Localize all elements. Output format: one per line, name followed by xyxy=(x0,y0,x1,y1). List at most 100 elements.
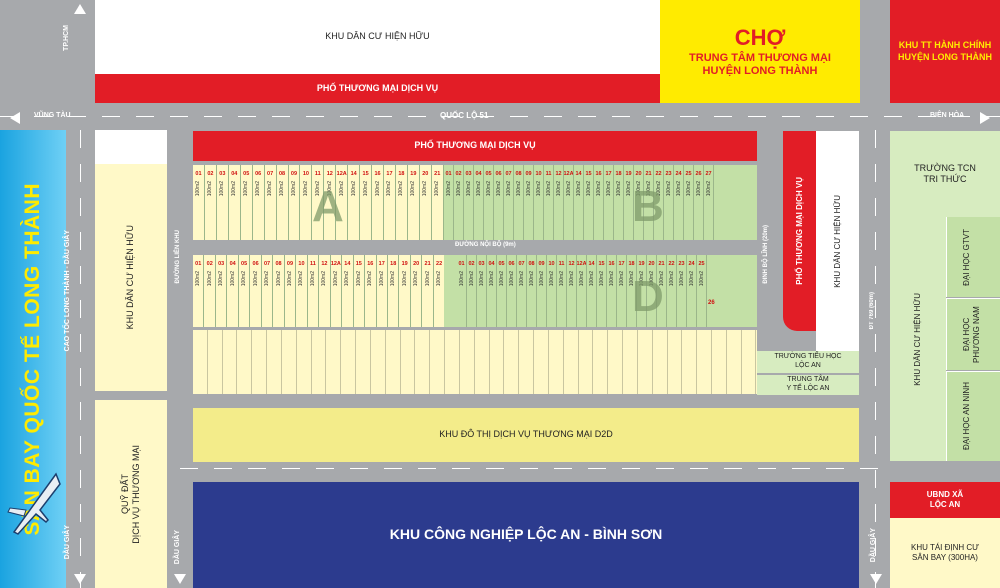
plot-number: 15 xyxy=(355,261,362,267)
empty-plot xyxy=(223,330,238,394)
tphcm-label: TP.HCM xyxy=(63,25,70,51)
center-commerce-strip: PHỐ THƯƠNG MẠI DỊCH VỤ xyxy=(193,131,757,161)
plot-number: 07 xyxy=(267,171,274,177)
empty-plot xyxy=(668,330,683,394)
block-b-letter: B xyxy=(632,182,664,231)
plot-area: 100m2 xyxy=(615,181,622,197)
plot-number: 19 xyxy=(625,171,632,177)
plot-area: 100m2 xyxy=(705,181,712,197)
plot-number: 17 xyxy=(618,261,625,267)
plot-area: 100m2 xyxy=(445,181,452,197)
empty-plot xyxy=(371,330,386,394)
right-residential-block: KHU DÂN CƯ HIỆN HỮU xyxy=(816,131,859,351)
empty-plot xyxy=(208,330,223,394)
highway-lane-marking xyxy=(0,116,1000,117)
resettle-line2: SÂN BAY (300HA) xyxy=(912,553,978,562)
plot-number: 11 xyxy=(545,171,552,177)
left-residential-main: KHU DÂN CƯ HIỆN HỮU xyxy=(95,164,167,391)
plot-area: 100m2 xyxy=(558,271,565,287)
plot-number: 14 xyxy=(344,261,351,267)
plot-number: 25 xyxy=(685,171,692,177)
plot-area: 100m2 xyxy=(279,181,286,197)
arrow-icon xyxy=(74,574,86,584)
plot-number: 22 xyxy=(655,171,662,177)
plot-number: 08 xyxy=(278,171,286,177)
plot-area: 100m2 xyxy=(678,271,685,287)
land-fund-block: QUỸ ĐẤT DỊCH VỤ THƯƠNG MẠI xyxy=(95,400,167,588)
plot-area: 100m2 xyxy=(206,271,213,287)
plot-area: 100m2 xyxy=(367,271,374,287)
expressway-lane-marking xyxy=(80,130,81,588)
plot-area: 100m2 xyxy=(598,271,605,287)
plot-area: 100m2 xyxy=(386,181,393,197)
plot-number: 12A xyxy=(577,261,587,267)
arrow-icon xyxy=(980,112,990,124)
plot-number: 12 xyxy=(321,261,328,267)
empty-plot xyxy=(564,330,579,394)
plot-number: 07 xyxy=(505,171,512,177)
top-residential-label: KHU DÂN CƯ HIỆN HỮU xyxy=(325,31,430,42)
empty-plot xyxy=(341,330,357,394)
plot-area: 100m2 xyxy=(595,181,602,197)
urban-d2d-label: KHU ĐÔ THỊ DỊCH VỤ THƯƠNG MẠI D2D xyxy=(439,429,613,440)
empty-plot xyxy=(252,330,268,394)
plot-number: 24 xyxy=(675,171,682,177)
top-residential-block: KHU DÂN CƯ HIỆN HỮU xyxy=(95,0,660,74)
market-block: CHỢ TRUNG TÂM THƯƠNG MẠI HUYỆN LONG THÀN… xyxy=(660,0,860,103)
industrial-label: KHU CÔNG NGHIỆP LỘC AN - BÌNH SƠN xyxy=(389,526,663,543)
plot-number: 05 xyxy=(243,171,250,177)
plot-number: 16 xyxy=(374,171,381,177)
plot-number: 17 xyxy=(605,171,612,177)
left-residential-label: KHU DÂN CƯ HIỆN HỮU xyxy=(125,225,136,330)
block-b-row1 xyxy=(444,165,757,240)
health-line1: TRUNG TÂM xyxy=(787,376,829,384)
primary-school-block: TRƯỜNG TIỂU HỌC LỘC AN xyxy=(757,351,859,373)
plot-area: 100m2 xyxy=(275,271,282,287)
dt769-label: ĐT 769 (60m) xyxy=(869,292,875,330)
plot-number: 07 xyxy=(518,261,525,267)
market-sub2: HUYỆN LONG THÀNH xyxy=(702,65,818,78)
empty-plot xyxy=(682,330,698,394)
plot-number: 05 xyxy=(485,171,492,177)
plot-area: 100m2 xyxy=(625,181,632,197)
plot-number: 26 xyxy=(695,171,702,177)
plot-area: 100m2 xyxy=(508,271,515,287)
plot-area: 100m2 xyxy=(475,181,482,197)
plot-area: 100m2 xyxy=(390,271,397,287)
dt769-lane-marking xyxy=(875,130,876,588)
plot-lot: 19 100m2 xyxy=(624,165,634,240)
plot-area: 100m2 xyxy=(455,181,462,197)
plot-number: 17 xyxy=(378,261,385,267)
empty-plot xyxy=(519,330,535,394)
plot-area: 100m2 xyxy=(207,181,214,197)
vocational-line2: TRI THỨC xyxy=(923,174,967,184)
market-title: CHỢ xyxy=(734,25,786,50)
plot-number: 24 xyxy=(688,261,695,267)
plot-number: 12 xyxy=(326,171,333,177)
plot-area: 100m2 xyxy=(585,181,592,197)
